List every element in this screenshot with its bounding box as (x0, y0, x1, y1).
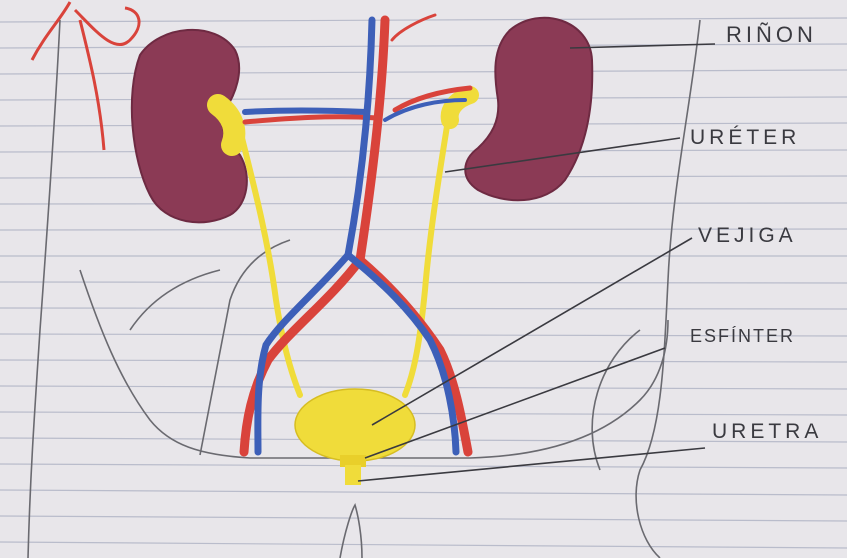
label-ureter: URÉTER (690, 126, 800, 150)
label-urethra: URETRA (712, 420, 822, 444)
label-bladder: VEJIGA (698, 224, 797, 248)
label-sphincter: ESFÍNTER (690, 326, 795, 347)
bladder (295, 389, 415, 461)
urethra (345, 465, 361, 485)
label-kidney: RIÑON (726, 22, 817, 48)
